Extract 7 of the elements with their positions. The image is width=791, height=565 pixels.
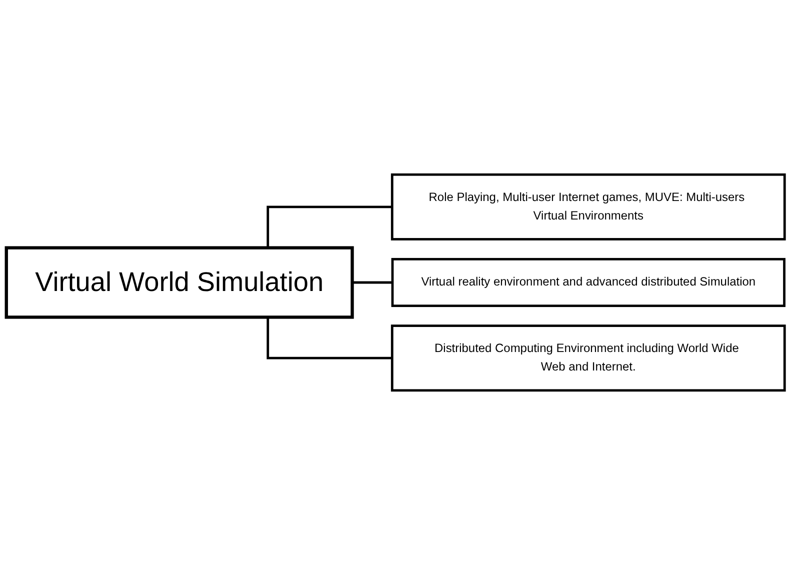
node-box: Virtual reality environment and advanced distributed Simulation — [391, 258, 786, 308]
node-box: Role Playing, Multi-user Internet games, MUVE: Multi-users Virtual Environments — [390, 173, 786, 240]
connector — [266, 317, 392, 360]
connector — [266, 206, 392, 248]
node-box: Distributed Computing Environment including World Wide Web and Internet. — [390, 324, 786, 392]
node-box: Virtual World Simulation — [4, 246, 354, 319]
connector — [351, 281, 392, 284]
